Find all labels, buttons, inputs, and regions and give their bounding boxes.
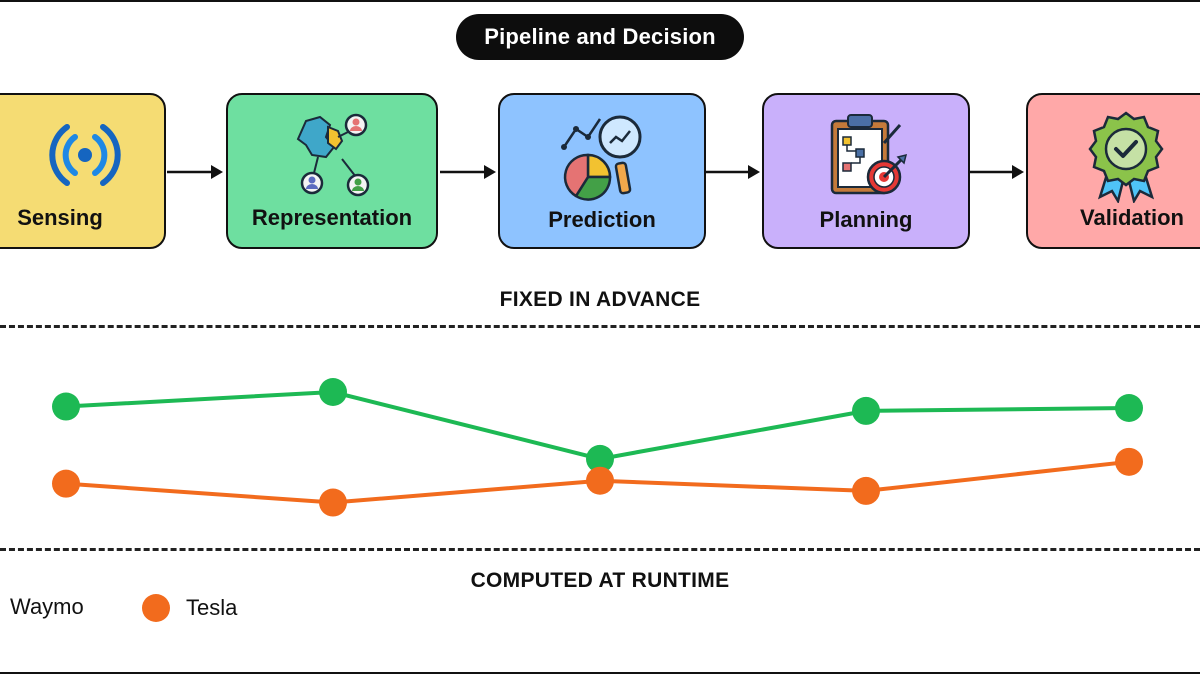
legend-label-waymo: Waymo <box>10 594 84 619</box>
flow-arrow <box>167 165 223 179</box>
flow-arrow <box>970 165 1024 179</box>
legend-label-tesla: Tesla <box>186 595 238 620</box>
stage-sensing: Sensing <box>0 93 166 249</box>
line-chart <box>52 378 1143 517</box>
stage-representation: Representation <box>226 93 438 249</box>
data-point-tesla-4 <box>852 476 880 505</box>
legend-dot-tesla <box>142 594 170 622</box>
data-point-waymo-3 <box>586 444 614 473</box>
fixed-in-advance-label: FIXED IN ADVANCE <box>499 288 701 311</box>
stage-label: Representation <box>251 205 413 230</box>
frame-bottom-border <box>0 672 1200 674</box>
data-point-waymo-2 <box>319 378 347 406</box>
computed-at-runtime-label: COMPUTED AT RUNTIME <box>470 569 730 592</box>
data-point-tesla-2 <box>319 488 347 517</box>
data-point-waymo-4 <box>852 396 880 425</box>
stage-validation: Validation <box>1026 93 1200 249</box>
approval-badge-icon <box>1088 111 1164 203</box>
signal-icon <box>49 124 121 186</box>
stage-label: Sensing <box>17 205 103 230</box>
page-title: Pipeline and Decision <box>456 14 744 60</box>
frame-top-border <box>0 0 1200 2</box>
legend-item-waymo: Waymo <box>10 594 84 620</box>
data-point-tesla-3 <box>586 466 614 495</box>
stage-label: Planning <box>819 207 913 232</box>
stage-label: Prediction <box>548 207 656 232</box>
legend-item-tesla: Tesla <box>142 594 237 622</box>
data-point-tesla-1 <box>52 469 80 498</box>
stage-prediction: Prediction <box>498 93 706 249</box>
stage-planning: Planning <box>762 93 970 249</box>
flow-arrow <box>706 165 760 179</box>
clipboard-target-icon <box>830 114 908 195</box>
network-map-icon <box>296 113 370 197</box>
flow-arrow <box>440 165 496 179</box>
divider-bottom <box>0 548 1200 551</box>
divider-top <box>0 325 1200 328</box>
data-point-tesla-5 <box>1115 447 1143 476</box>
stage-label: Validation <box>1080 205 1184 230</box>
data-point-waymo-1 <box>52 392 80 421</box>
analytics-icon <box>561 115 642 201</box>
data-point-waymo-5 <box>1115 394 1143 422</box>
